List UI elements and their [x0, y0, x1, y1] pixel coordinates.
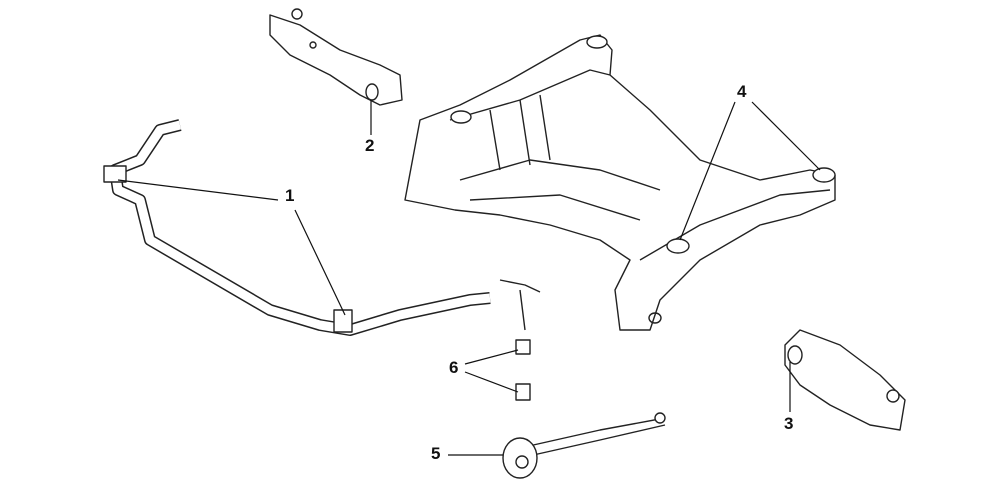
- stabilizer-link: [499, 279, 541, 401]
- callout-3: 3: [784, 414, 794, 433]
- stabilizer-bar: [103, 119, 491, 336]
- callout-6: 6: [449, 358, 459, 377]
- upper-link-arm: [269, 8, 403, 106]
- callout-4: 4: [737, 82, 747, 101]
- callout-5: 5: [431, 444, 441, 463]
- callout-2: 2: [365, 136, 375, 155]
- tension-rod: [502, 412, 666, 479]
- leader-lines: [117, 100, 821, 456]
- callout-1: 1: [285, 186, 295, 205]
- subframe: [404, 34, 836, 331]
- lower-link-arm: [784, 329, 906, 431]
